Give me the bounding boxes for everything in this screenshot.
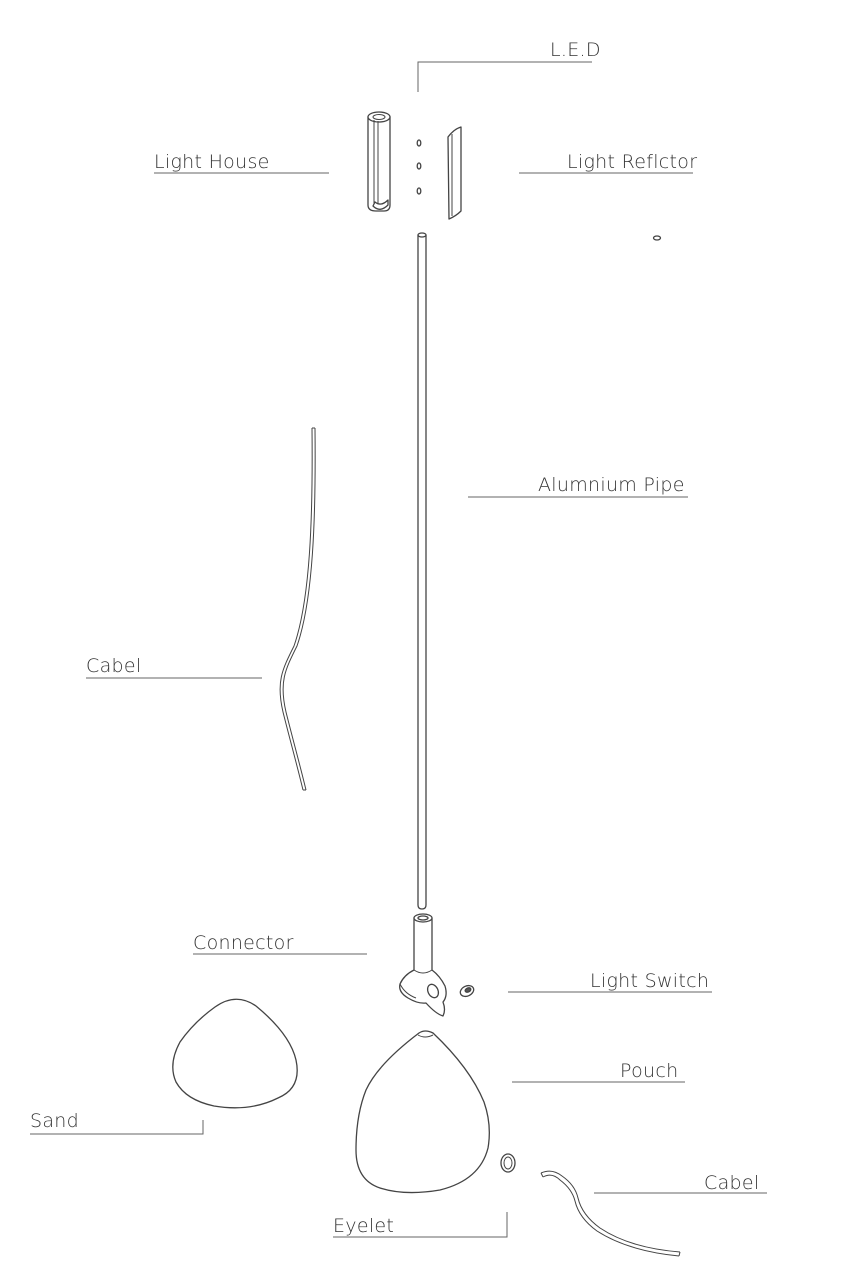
led-part [416, 139, 422, 195]
label-light-switch: Light Switch [590, 970, 709, 992]
leader-sand [30, 1120, 204, 1135]
cable-upper-part [279, 427, 316, 791]
label-led: L.E.D [550, 39, 601, 61]
label-light-house: Light House [154, 151, 270, 173]
label-aluminium-pipe: Alumnium Pipe [538, 474, 685, 496]
label-connector: Connector [193, 932, 294, 954]
light-reflector-part [447, 126, 462, 220]
light-switch-part [459, 984, 475, 998]
eyelet-part [500, 1153, 516, 1173]
label-pouch: Pouch [620, 1060, 678, 1082]
cable-lower-part [540, 1170, 681, 1257]
pouch-part [355, 1030, 490, 1194]
sand-part [172, 998, 298, 1109]
screw-part [652, 235, 662, 241]
label-light-reflector: Light Reflctor [567, 151, 697, 173]
label-sand: Sand [30, 1110, 79, 1132]
light-house-part [367, 111, 391, 212]
connector-part [399, 913, 447, 1017]
leader-led [417, 61, 592, 92]
label-cable-upper: Cabel [86, 655, 141, 677]
leader-eyelet [333, 1212, 508, 1238]
label-eyelet: Eyelet [333, 1215, 394, 1237]
label-cable-lower: Cabel [704, 1172, 759, 1194]
aluminium-pipe-part [417, 232, 427, 910]
